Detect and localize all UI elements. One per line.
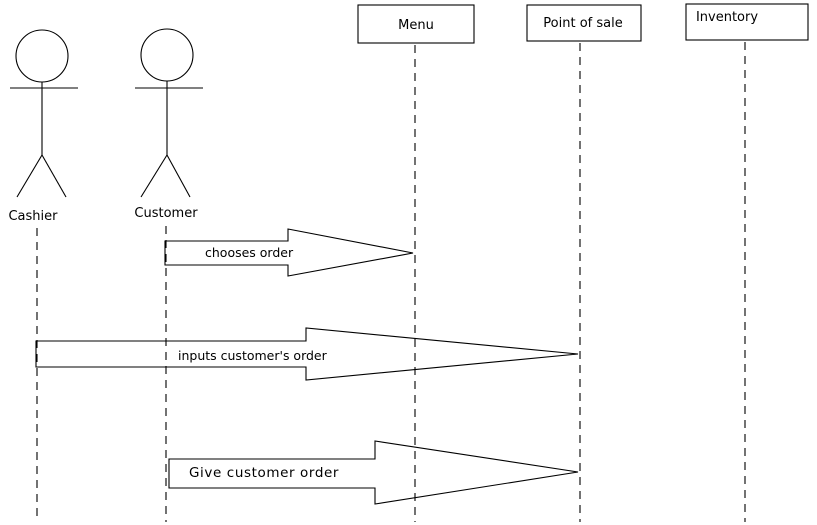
actor-customer-right-leg xyxy=(166,154,191,198)
actor-cashier-head xyxy=(15,29,69,83)
message-inputs-customers-order-label: inputs customer's order xyxy=(178,348,328,363)
message-give-customer-order: Give customer order xyxy=(168,440,579,505)
message-chooses-order: chooses order xyxy=(164,228,414,277)
actor-customer-label: Customer xyxy=(134,206,198,221)
actor-customer: Customer xyxy=(134,28,203,522)
message-give-customer-order-label: Give customer order xyxy=(189,465,339,481)
object-point-of-sale: Point of sale xyxy=(526,4,642,522)
message-inputs-customers-order: inputs customer's order xyxy=(35,327,579,381)
message-inputs-customers-order-arrow xyxy=(35,327,579,381)
actor-cashier-left-leg xyxy=(16,154,43,198)
object-inventory-label: Inventory xyxy=(696,10,758,25)
actor-cashier-label: Cashier xyxy=(8,209,58,224)
object-menu-label: Menu xyxy=(398,18,434,33)
object-point-of-sale-box xyxy=(526,4,642,42)
actor-customer-head xyxy=(140,28,194,82)
actor-cashier-right-leg xyxy=(41,154,67,198)
object-inventory-box xyxy=(685,3,809,41)
message-give-customer-order-arrow xyxy=(168,440,579,505)
object-point-of-sale-label: Point of sale xyxy=(543,16,622,31)
object-menu: Menu xyxy=(357,4,475,522)
message-chooses-order-arrow xyxy=(164,228,414,277)
actor-customer-left-leg xyxy=(140,154,168,198)
message-chooses-order-label: chooses order xyxy=(205,245,294,260)
object-menu-box xyxy=(357,4,475,44)
actor-cashier: Cashier xyxy=(8,29,78,522)
object-inventory: Inventory xyxy=(685,3,809,522)
